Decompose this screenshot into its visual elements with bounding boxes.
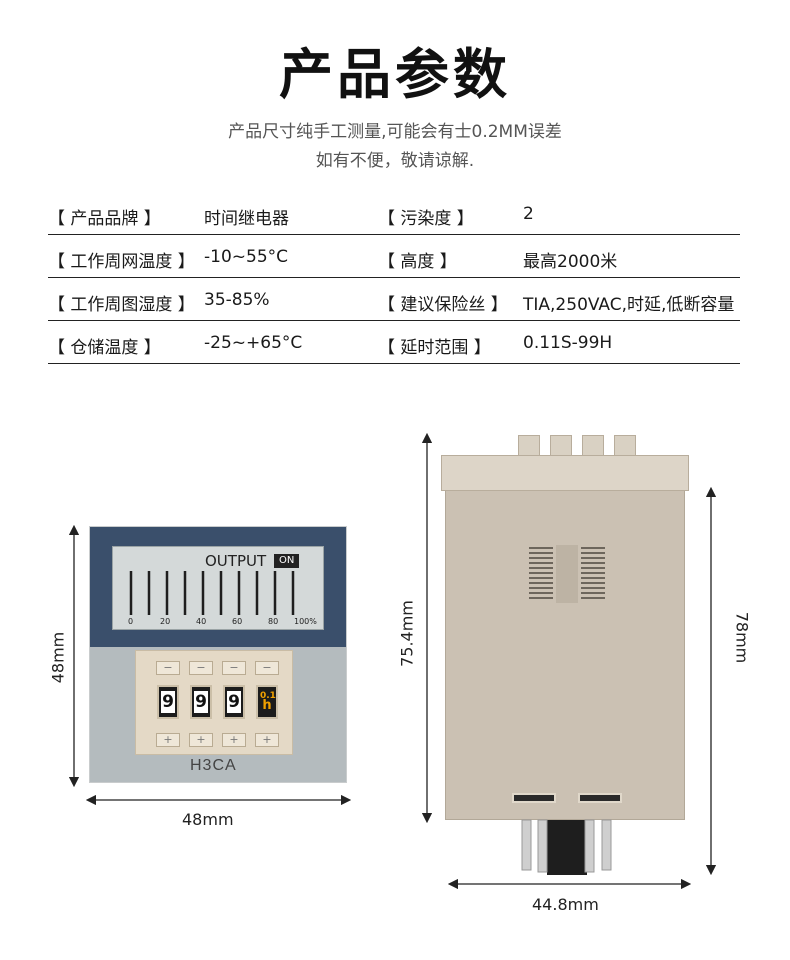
relay-front-view: OUTPUT ON 0 20 40 60 8 bbox=[89, 526, 347, 783]
digit-wheel[interactable]: 9 bbox=[190, 685, 212, 719]
scale-label: 20 bbox=[160, 617, 171, 626]
spec-value: 0.11S-99H bbox=[523, 333, 613, 353]
page-title: 产品参数 bbox=[279, 43, 511, 106]
subtitle-apology-note: 如有不便，敬请谅解. bbox=[315, 151, 475, 171]
spec-row: 【 工作周网温度 】 -10~55°C 【 高度 】 最高2000米 bbox=[48, 235, 740, 278]
plus-key[interactable]: + bbox=[255, 733, 279, 747]
spec-label: 【 仓储温度 】 bbox=[48, 338, 161, 358]
side-width-label: 44.8mm bbox=[532, 895, 599, 914]
plus-key[interactable]: + bbox=[222, 733, 246, 747]
front-panel-top: OUTPUT ON 0 20 40 60 8 bbox=[90, 527, 346, 647]
spec-label: 【 工作周网温度 】 bbox=[48, 252, 195, 272]
minus-key[interactable]: − bbox=[156, 661, 180, 675]
vent-grille bbox=[529, 547, 553, 605]
lcd-display: OUTPUT ON 0 20 40 60 8 bbox=[112, 546, 324, 630]
unit-range-value: 0.1 bbox=[260, 691, 276, 701]
side-flange bbox=[441, 455, 689, 491]
spec-label: 【 高度 】 bbox=[378, 252, 457, 272]
scale-label: 100% bbox=[294, 617, 317, 626]
spec-label: 【 工作周图湿度 】 bbox=[48, 295, 195, 315]
spec-row: 【 仓储温度 】 -25~+65°C 【 延时范围 】 0.11S-99H bbox=[48, 321, 740, 364]
subtitle-measurement-note: 产品尺寸纯手工测量,可能会有士0.2MM误差 bbox=[228, 122, 562, 142]
front-panel-bottom: − − − − 9 9 9 0.1 h + + + + H3CA bbox=[90, 647, 346, 782]
minus-key[interactable]: − bbox=[189, 661, 213, 675]
spec-row: 【 工作周图湿度 】 35-85% 【 建议保险丝 】 TIA,250VAC,时… bbox=[48, 278, 740, 321]
spec-row: 【 产品品牌 】 时间继电器 【 污染度 】 2 bbox=[48, 192, 740, 235]
front-height-label: 48mm bbox=[48, 631, 68, 684]
spec-table: 【 产品品牌 】 时间继电器 【 污染度 】 2 【 工作周网温度 】 -10~… bbox=[48, 192, 740, 364]
spec-value: 2 bbox=[523, 204, 534, 224]
spec-value: 35-85% bbox=[204, 290, 270, 310]
latch-slot bbox=[512, 793, 556, 803]
model-label: H3CA bbox=[190, 757, 237, 774]
spec-label: 【 产品品牌 】 bbox=[48, 209, 161, 229]
digit-value: 9 bbox=[227, 691, 241, 713]
scale-label: 0 bbox=[128, 617, 134, 626]
front-width-label: 48mm bbox=[182, 810, 234, 829]
side-total-height-label: 78mm bbox=[732, 611, 752, 664]
scale-label: 80 bbox=[268, 617, 279, 626]
spec-value: -25~+65°C bbox=[204, 333, 303, 353]
spec-value: -10~55°C bbox=[204, 247, 289, 267]
latch-slot bbox=[578, 793, 622, 803]
unit-value: 0.1 h bbox=[260, 691, 276, 715]
digit-value: 9 bbox=[161, 691, 175, 713]
scale-label: 40 bbox=[196, 617, 207, 626]
unit-letter-value: h bbox=[262, 698, 272, 713]
relay-side-view bbox=[441, 435, 689, 820]
lcd-output-label: OUTPUT bbox=[205, 552, 267, 570]
spec-label: 【 污染度 】 bbox=[378, 209, 474, 229]
scale-label: 60 bbox=[232, 617, 243, 626]
minus-key[interactable]: − bbox=[255, 661, 279, 675]
thumbwheel-keypad: − − − − 9 9 9 0.1 h + + + + bbox=[135, 650, 293, 755]
plus-key[interactable]: + bbox=[189, 733, 213, 747]
vent-grille bbox=[581, 547, 605, 605]
digit-wheel[interactable]: 9 bbox=[157, 685, 179, 719]
digit-wheel[interactable]: 9 bbox=[223, 685, 245, 719]
spec-label: 【 延时范围 】 bbox=[378, 338, 491, 358]
plus-key[interactable]: + bbox=[156, 733, 180, 747]
spec-label: 【 建议保险丝 】 bbox=[378, 295, 508, 315]
minus-key[interactable]: − bbox=[222, 661, 246, 675]
spec-value: TIA,250VAC,时延,低断容量 bbox=[523, 295, 735, 315]
lcd-on-badge: ON bbox=[274, 554, 300, 568]
spec-value: 最高2000米 bbox=[523, 252, 618, 272]
lcd-bar-scale bbox=[129, 571, 295, 615]
spec-value: 时间继电器 bbox=[204, 209, 289, 229]
digit-value: 9 bbox=[194, 691, 208, 713]
vent-center bbox=[556, 545, 578, 603]
side-height-label: 75.4mm bbox=[397, 600, 417, 667]
unit-wheel[interactable]: 0.1 h bbox=[256, 685, 278, 719]
